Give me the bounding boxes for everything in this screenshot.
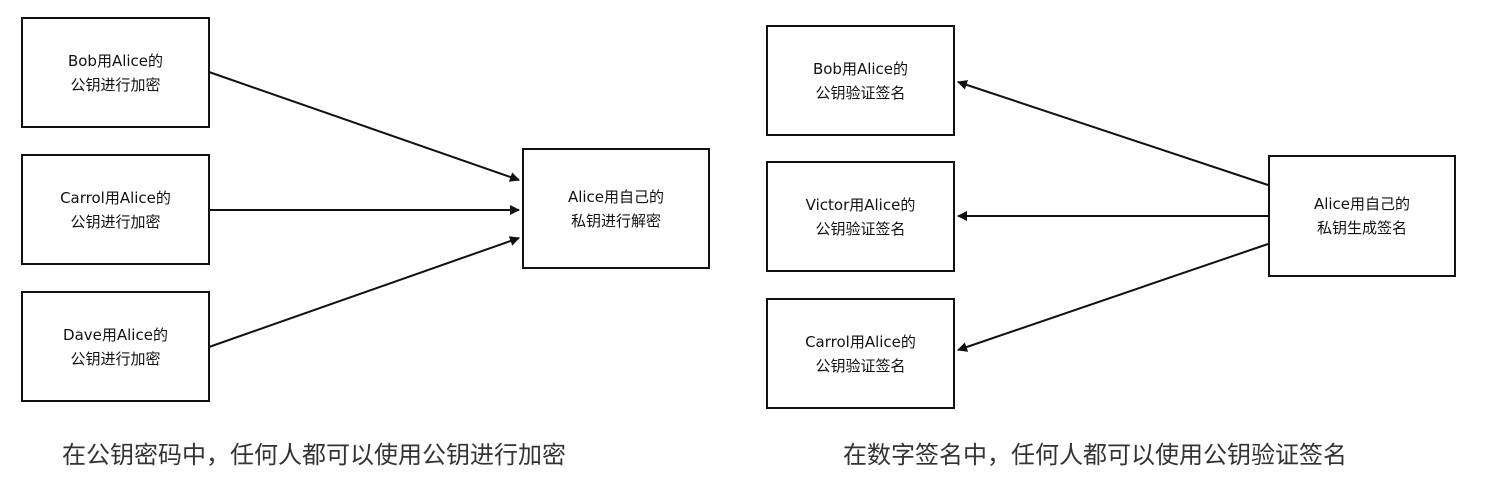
signer-box-alice: Alice用自己的 私钥生成签名 xyxy=(1268,155,1456,277)
box-text-line2: 私钥进行解密 xyxy=(570,211,661,230)
box-text-line2: 公钥进行加密 xyxy=(70,75,161,94)
sender-box-dave: Dave用Alice的 公钥进行加密 xyxy=(21,291,210,402)
box-text-line1: Bob用Alice的 xyxy=(812,59,909,78)
box-text-line2: 私钥生成签名 xyxy=(1316,219,1407,237)
verifier-box-victor: Victor用Alice的 公钥验证签名 xyxy=(766,161,955,272)
arrow-bob-to-alice xyxy=(208,71,520,182)
verifier-box-carrol: Carrol用Alice的 公钥验证签名 xyxy=(766,298,955,409)
box-text-line2: 公钥验证签名 xyxy=(815,356,906,375)
box-text-line1: Victor用Alice的 xyxy=(805,195,916,214)
sender-box-carrol: Carrol用Alice的 公钥进行加密 xyxy=(21,154,210,265)
signature-caption: 在数字签名中，任何人都可以使用公钥验证签名 xyxy=(843,441,1347,469)
box-text-line1: Alice用自己的 xyxy=(567,187,665,206)
arrow-alice-to-bob xyxy=(957,80,1269,186)
box-text-line2: 公钥验证签名 xyxy=(815,219,906,238)
box-text-line1: Carrol用Alice的 xyxy=(60,188,171,207)
box-text-line1: Alice用自己的 xyxy=(1313,195,1411,213)
box-text-line2: 公钥进行加密 xyxy=(70,212,161,231)
box-text-line1: Bob用Alice的 xyxy=(67,51,164,70)
box-text-line1: Carrol用Alice的 xyxy=(805,332,916,351)
box-text-line2: 公钥验证签名 xyxy=(815,83,906,102)
arrow-alice-to-carrol xyxy=(957,243,1269,352)
box-text-line2: 公钥进行加密 xyxy=(70,349,161,368)
verifier-box-bob: Bob用Alice的 公钥验证签名 xyxy=(766,25,955,136)
encryption-caption: 在公钥密码中，任何人都可以使用公钥进行加密 xyxy=(62,441,566,469)
box-text-line1: Dave用Alice的 xyxy=(63,325,168,344)
receiver-box-alice: Alice用自己的 私钥进行解密 xyxy=(522,148,710,269)
arrow-dave-to-alice xyxy=(208,236,520,348)
sender-box-bob: Bob用Alice的 公钥进行加密 xyxy=(21,17,210,128)
